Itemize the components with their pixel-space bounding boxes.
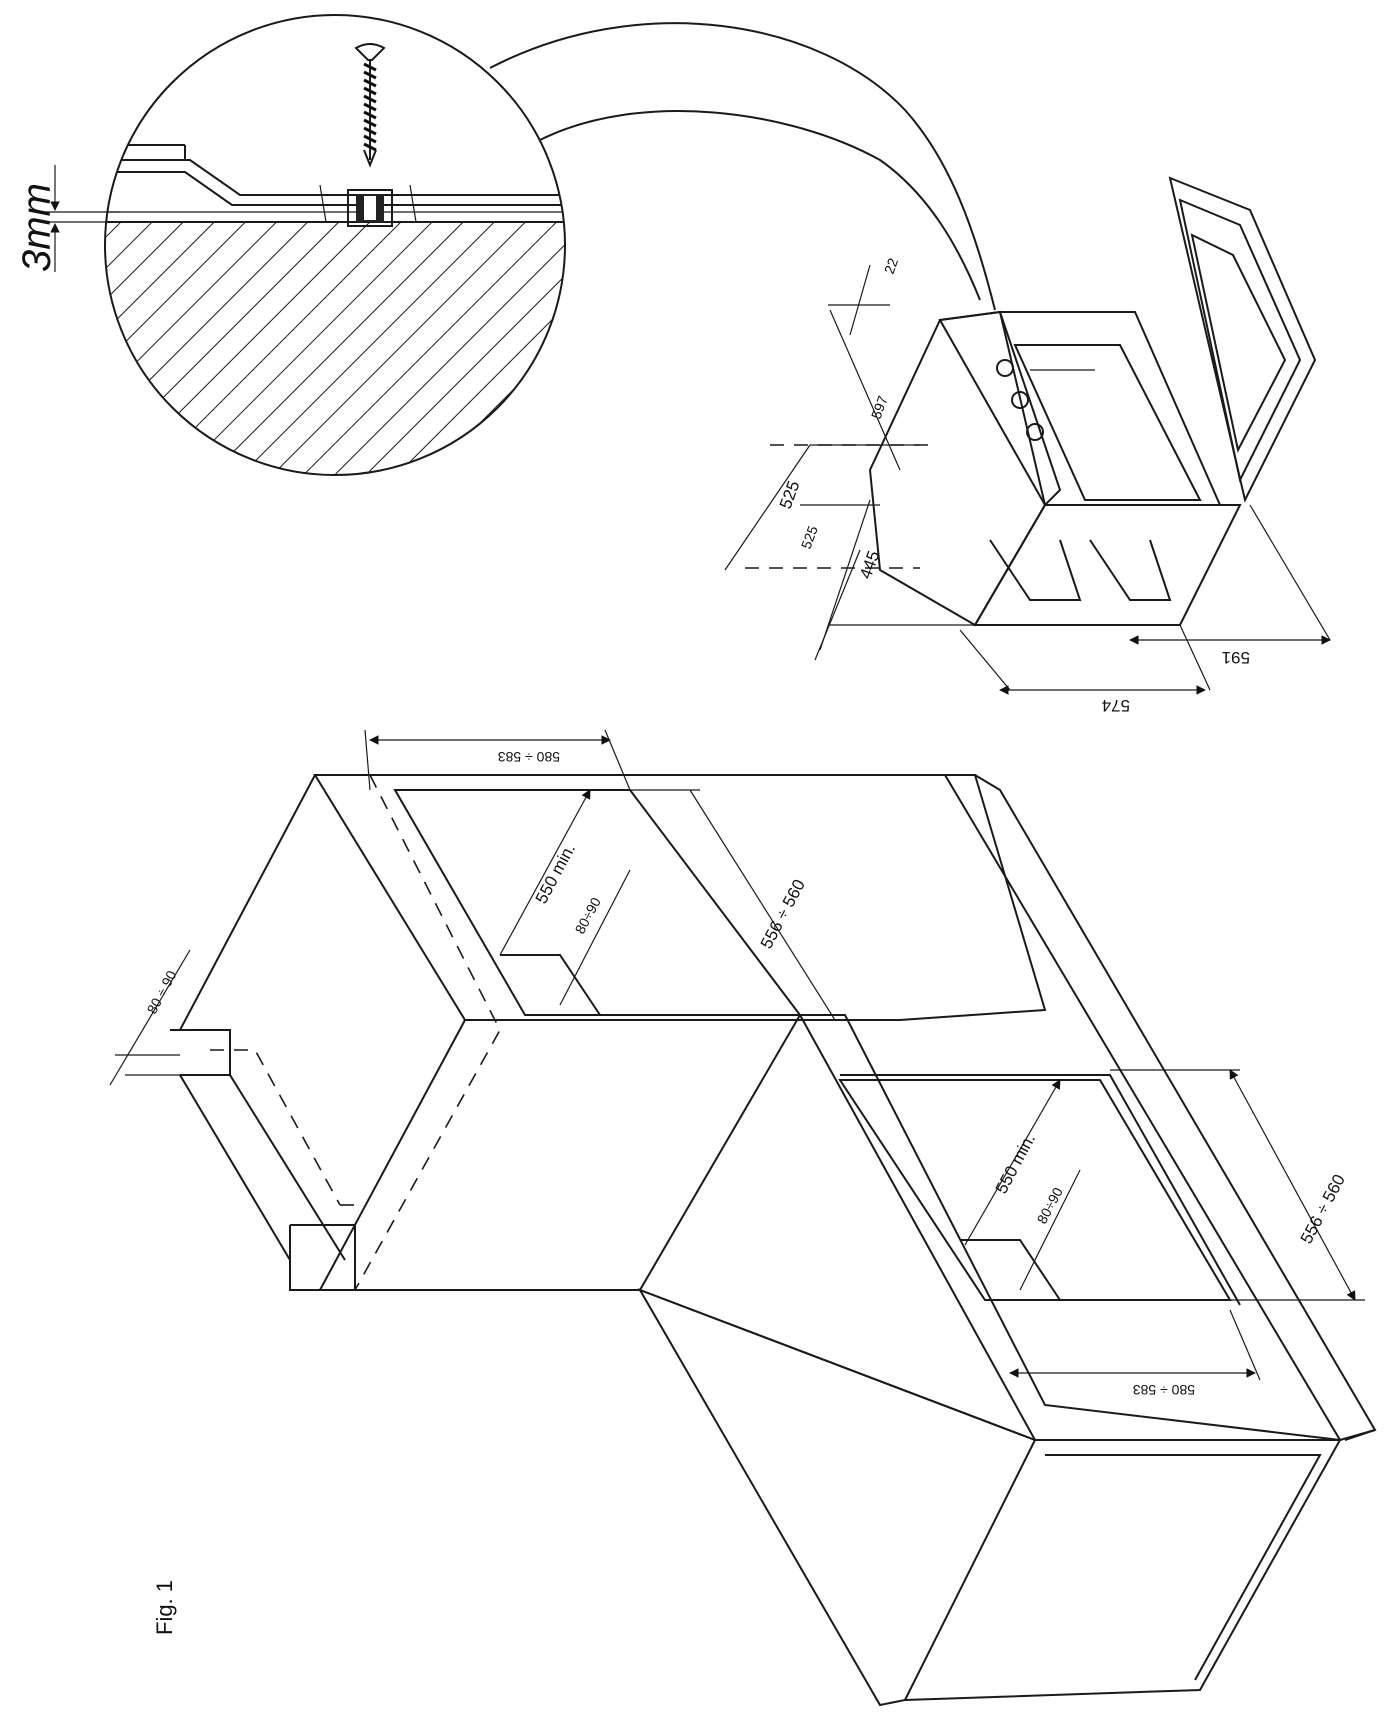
gap-dimension: 3mm bbox=[15, 165, 120, 272]
gap-label: 3mm bbox=[15, 183, 59, 272]
dim-22: 22 bbox=[881, 256, 901, 276]
callout-line-inner bbox=[539, 110, 981, 301]
lower-width-range: 580 ÷ 583 bbox=[1133, 1382, 1195, 1398]
dim-525-b: 525 bbox=[798, 523, 821, 551]
dim-591: 591 bbox=[1222, 648, 1250, 667]
oven-illustration: 22 597 525 525 445 574 591 bbox=[724, 176, 1331, 715]
cabinet-column: 550 min. 80÷90 580 ÷ 583 556 ÷ 560 80 ÷ … bbox=[109, 729, 1377, 1707]
upper-width-range: 580 ÷ 583 bbox=[498, 749, 560, 765]
figure-label: Fig. 1 bbox=[152, 1580, 177, 1635]
upper-depth-min: 550 min. bbox=[532, 840, 579, 906]
top-vent-label: 80 ÷ 90 bbox=[144, 968, 180, 1017]
upper-height-range: 556 ÷ 560 bbox=[757, 876, 809, 952]
dim-574: 574 bbox=[1102, 696, 1130, 715]
dim-445: 445 bbox=[856, 548, 884, 581]
lower-vent-label: 80÷90 bbox=[1034, 1184, 1066, 1226]
lower-depth-min: 550 min. bbox=[992, 1130, 1039, 1196]
detail-magnifier bbox=[104, 14, 996, 476]
callout-line-outer bbox=[489, 22, 996, 311]
bushing bbox=[347, 189, 393, 227]
lower-height-range: 556 ÷ 560 bbox=[1297, 1171, 1349, 1247]
dim-525-a: 525 bbox=[776, 478, 804, 511]
countertop-hatch bbox=[105, 222, 565, 475]
dim-597: 597 bbox=[868, 393, 891, 421]
screw-icon bbox=[354, 43, 386, 168]
